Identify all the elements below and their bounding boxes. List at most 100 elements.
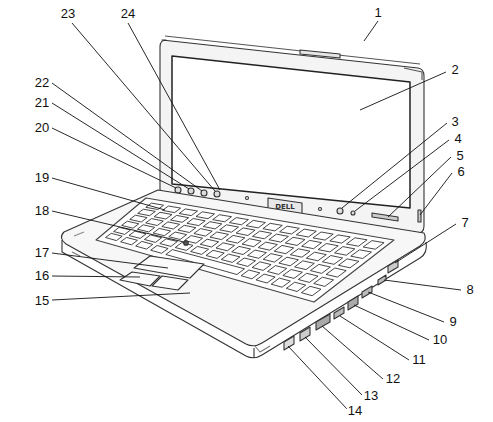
callout-number: 22 [34, 76, 50, 90]
keyboard-key [178, 225, 196, 232]
callout-number: 13 [363, 389, 379, 403]
keyboard-key [203, 222, 222, 229]
keyboard-key [271, 278, 290, 287]
callout-number: 21 [34, 96, 50, 110]
keyboard-key [283, 270, 303, 279]
keyboard-key [169, 232, 187, 240]
callout-number: 17 [34, 246, 50, 260]
callout-number: 4 [453, 132, 462, 146]
keyboard-key [274, 245, 294, 253]
keyboard-key [196, 212, 215, 219]
keyboard-key [221, 254, 240, 262]
keyboard-key [216, 243, 235, 251]
keyboard-key [171, 215, 189, 222]
callout-number: 5 [455, 149, 464, 163]
keyboard-key [191, 246, 209, 254]
keyboard-key [279, 257, 299, 266]
keyboard-key [194, 229, 212, 237]
keyboard-key [268, 266, 287, 275]
keyboard-key [263, 223, 282, 231]
keyboard-key [121, 237, 138, 244]
keyboard-key [232, 246, 251, 254]
keyboard-key [290, 249, 310, 257]
callout-number: 15 [34, 294, 50, 308]
callout-number: 19 [34, 171, 50, 185]
keyboard-key [248, 250, 267, 258]
keyboard-key [351, 250, 372, 259]
keyboard-key [106, 233, 123, 240]
leader-lines [52, 21, 461, 409]
keyboard-key [122, 221, 139, 228]
keyboard-key [137, 225, 154, 232]
keyboard-key [241, 270, 260, 279]
keyboard-key [256, 274, 275, 283]
callout-number: 24 [120, 7, 136, 21]
keyboard-key [335, 247, 355, 256]
callout-number: 1 [373, 6, 382, 20]
keyboard-key [314, 277, 334, 286]
keyboard-key [246, 220, 265, 228]
keyboard-key [339, 259, 359, 268]
keyboard-key [153, 228, 171, 235]
callout-number: 12 [385, 372, 401, 386]
keyboard-key [310, 264, 330, 273]
keyboard-key [347, 238, 368, 246]
callout-number: 14 [347, 404, 363, 418]
keyboard-key [326, 268, 346, 277]
keyboard-key [253, 231, 272, 239]
callout-number: 6 [456, 165, 465, 179]
callout-number: 10 [432, 333, 448, 347]
callout-number: 3 [450, 115, 459, 129]
keyboard-key [151, 246, 168, 254]
keyboard-key [226, 235, 245, 243]
keyboard-key [306, 252, 326, 261]
keyboard-key [210, 232, 229, 240]
keyboard-key [206, 250, 224, 258]
brand-logo: DELL [275, 203, 295, 211]
keyboard-key [280, 226, 300, 234]
keyboard-key [229, 218, 248, 225]
keyboard-key [285, 237, 305, 245]
keyboard-key [258, 242, 277, 250]
keyboard-key [302, 240, 322, 248]
callout-number: 11 [411, 353, 427, 367]
keyboard-key [236, 228, 255, 236]
keyboard-key [322, 256, 342, 265]
keyboard-key [200, 239, 218, 247]
keyboard-key [296, 229, 316, 237]
keyboard-key [301, 286, 321, 295]
keyboard-key [213, 215, 232, 222]
keyboard-key [138, 209, 156, 216]
keyboard-key [313, 232, 333, 240]
keyboard-key [295, 261, 315, 270]
keyboard-key [162, 222, 180, 229]
callout-number: 7 [460, 216, 469, 230]
callout-number: 16 [34, 269, 50, 283]
keyboard-key [298, 273, 318, 282]
keyboard-key [146, 219, 164, 226]
keyboard-key [237, 258, 256, 266]
keyboard-key [363, 241, 384, 250]
keyboard-key [252, 262, 271, 271]
keyboard-key [220, 225, 239, 232]
keyboard-key [269, 234, 289, 242]
callout-number: 20 [34, 121, 50, 135]
keyboard-key [263, 254, 282, 263]
keyboard-key [154, 212, 172, 219]
keyboard-key [318, 244, 338, 252]
keyboard-key [330, 235, 350, 243]
keyboard-key [136, 241, 153, 249]
callout-number: 23 [60, 7, 76, 21]
callout-number: 9 [448, 315, 457, 329]
callout-number: 18 [34, 204, 50, 218]
callout-number: 8 [465, 283, 474, 297]
keyboard-key [114, 227, 131, 234]
keyboard-key [286, 282, 305, 291]
keyboard-key [163, 206, 181, 213]
keyboard-key [242, 239, 261, 247]
keyboard-key [187, 219, 205, 226]
callout-number: 2 [450, 63, 459, 77]
keyboard-key [130, 215, 147, 222]
keyboard-key [179, 209, 197, 216]
